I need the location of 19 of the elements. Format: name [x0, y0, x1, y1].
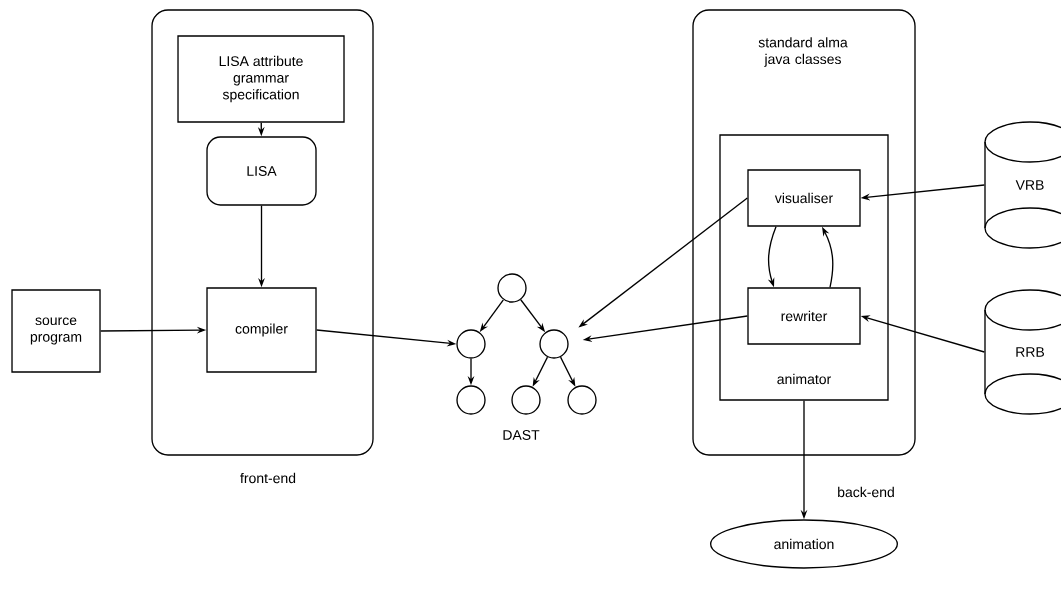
- tree-node-circle: [567, 385, 597, 415]
- tree-node-circle: [497, 273, 527, 303]
- process-box: LISA attribute grammar specification: [177, 35, 345, 123]
- tree-node-circle: [511, 385, 541, 415]
- rounded-box: LISA: [206, 136, 317, 206]
- node-label: back-end: [838, 486, 894, 498]
- process-box: compiler: [206, 287, 317, 373]
- tree-node-circle: [456, 329, 486, 359]
- process-box: visualiser: [747, 169, 861, 227]
- node-label: VRB: [1015, 180, 1044, 190]
- node-label: front-end: [240, 472, 296, 484]
- process-box: rewriter: [747, 287, 861, 345]
- database-cylinder: VRB: [984, 121, 1061, 249]
- tree-node-circle: [539, 329, 569, 359]
- tree-node-circle: [456, 385, 486, 415]
- tree-label: DAST: [503, 430, 540, 440]
- process-box: source program: [11, 289, 101, 373]
- node-label: RRB: [1016, 347, 1045, 357]
- database-cylinder: RRB: [984, 289, 1061, 415]
